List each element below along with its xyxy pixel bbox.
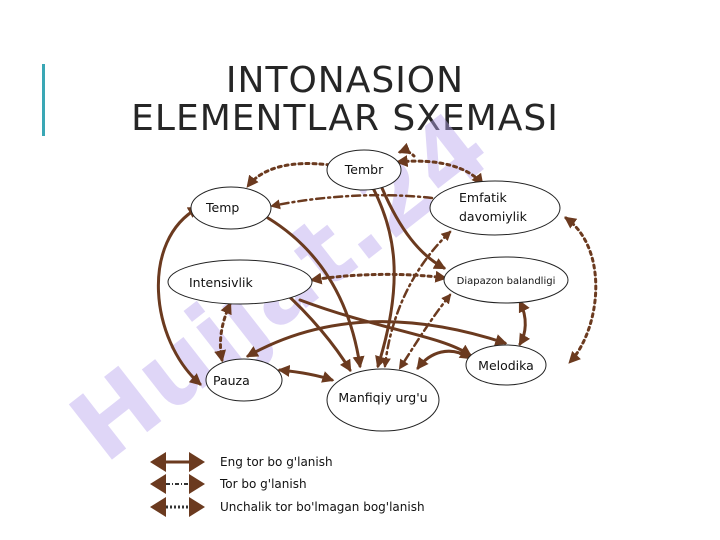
legend-weak-symbol xyxy=(150,497,205,517)
edge-tembr-emfatik-top xyxy=(397,142,416,158)
node-manfiqiy-label: Manfiqiy urg'u xyxy=(338,390,427,405)
node-melodika: Melodika xyxy=(465,344,547,386)
edge-intensivlik-pauza xyxy=(214,301,232,363)
edge-diapazon-melodika xyxy=(518,299,531,347)
node-emfatik-label-1: Emfatik xyxy=(459,190,508,205)
accent-bar xyxy=(42,64,45,136)
edge-tembr-emfatik xyxy=(395,155,484,186)
edge-emfatik-melodika xyxy=(564,216,598,364)
node-tembr-label: Tembr xyxy=(344,162,384,177)
node-emfatik: Emfatik davomiylik xyxy=(429,180,561,236)
legend-strong-symbol xyxy=(150,452,205,472)
legend-medium-symbol xyxy=(150,474,205,494)
legend-medium-label: Tor bo g'lanish xyxy=(219,477,307,491)
slide-title: INTONASION ELEMENTLAR SXEMASI xyxy=(95,62,595,138)
node-diapazon-label: Diapazon balandligi xyxy=(457,276,556,287)
connections xyxy=(157,142,598,386)
title-line-2: ELEMENTLAR SXEMASI xyxy=(131,98,559,139)
legend: Eng tor bo g'lanish Tor bo g'lanish Unch… xyxy=(150,452,425,517)
node-manfiqiy: Manfiqiy urg'u xyxy=(326,368,440,432)
node-melodika-label: Melodika xyxy=(478,358,534,373)
node-emfatik-label-2: davomiylik xyxy=(459,209,528,224)
node-intensivlik-label: Intensivlik xyxy=(189,275,253,290)
edge-pauza-melodika xyxy=(245,320,508,358)
edge-tembr-temp xyxy=(246,162,332,188)
title-line-1: INTONASION xyxy=(225,60,465,101)
edge-emfatik-temp xyxy=(270,193,434,210)
node-intensivlik: Intensivlik xyxy=(167,259,313,305)
node-diapazon: Diapazon balandligi xyxy=(443,256,569,304)
legend-strong-label: Eng tor bo g'lanish xyxy=(220,455,333,469)
node-pauza: Pauza xyxy=(205,358,283,402)
node-pauza-label: Pauza xyxy=(213,373,250,388)
node-tembr: Tembr xyxy=(326,149,402,191)
edge-diapazon-manfiqiy xyxy=(398,293,452,370)
edge-diapazon-intensivlik xyxy=(309,270,448,285)
legend-weak-label: Unchalik tor bo'lmagan bog'lanish xyxy=(220,500,425,514)
edge-intensivlik-manfiqiy xyxy=(280,288,352,373)
edge-melodika-manfiqiy xyxy=(416,347,473,370)
edge-pauza-manfiqiy xyxy=(277,364,335,383)
edge-temp-pauza xyxy=(157,206,202,386)
node-temp: Temp xyxy=(190,186,272,230)
node-temp-label: Temp xyxy=(205,200,239,215)
